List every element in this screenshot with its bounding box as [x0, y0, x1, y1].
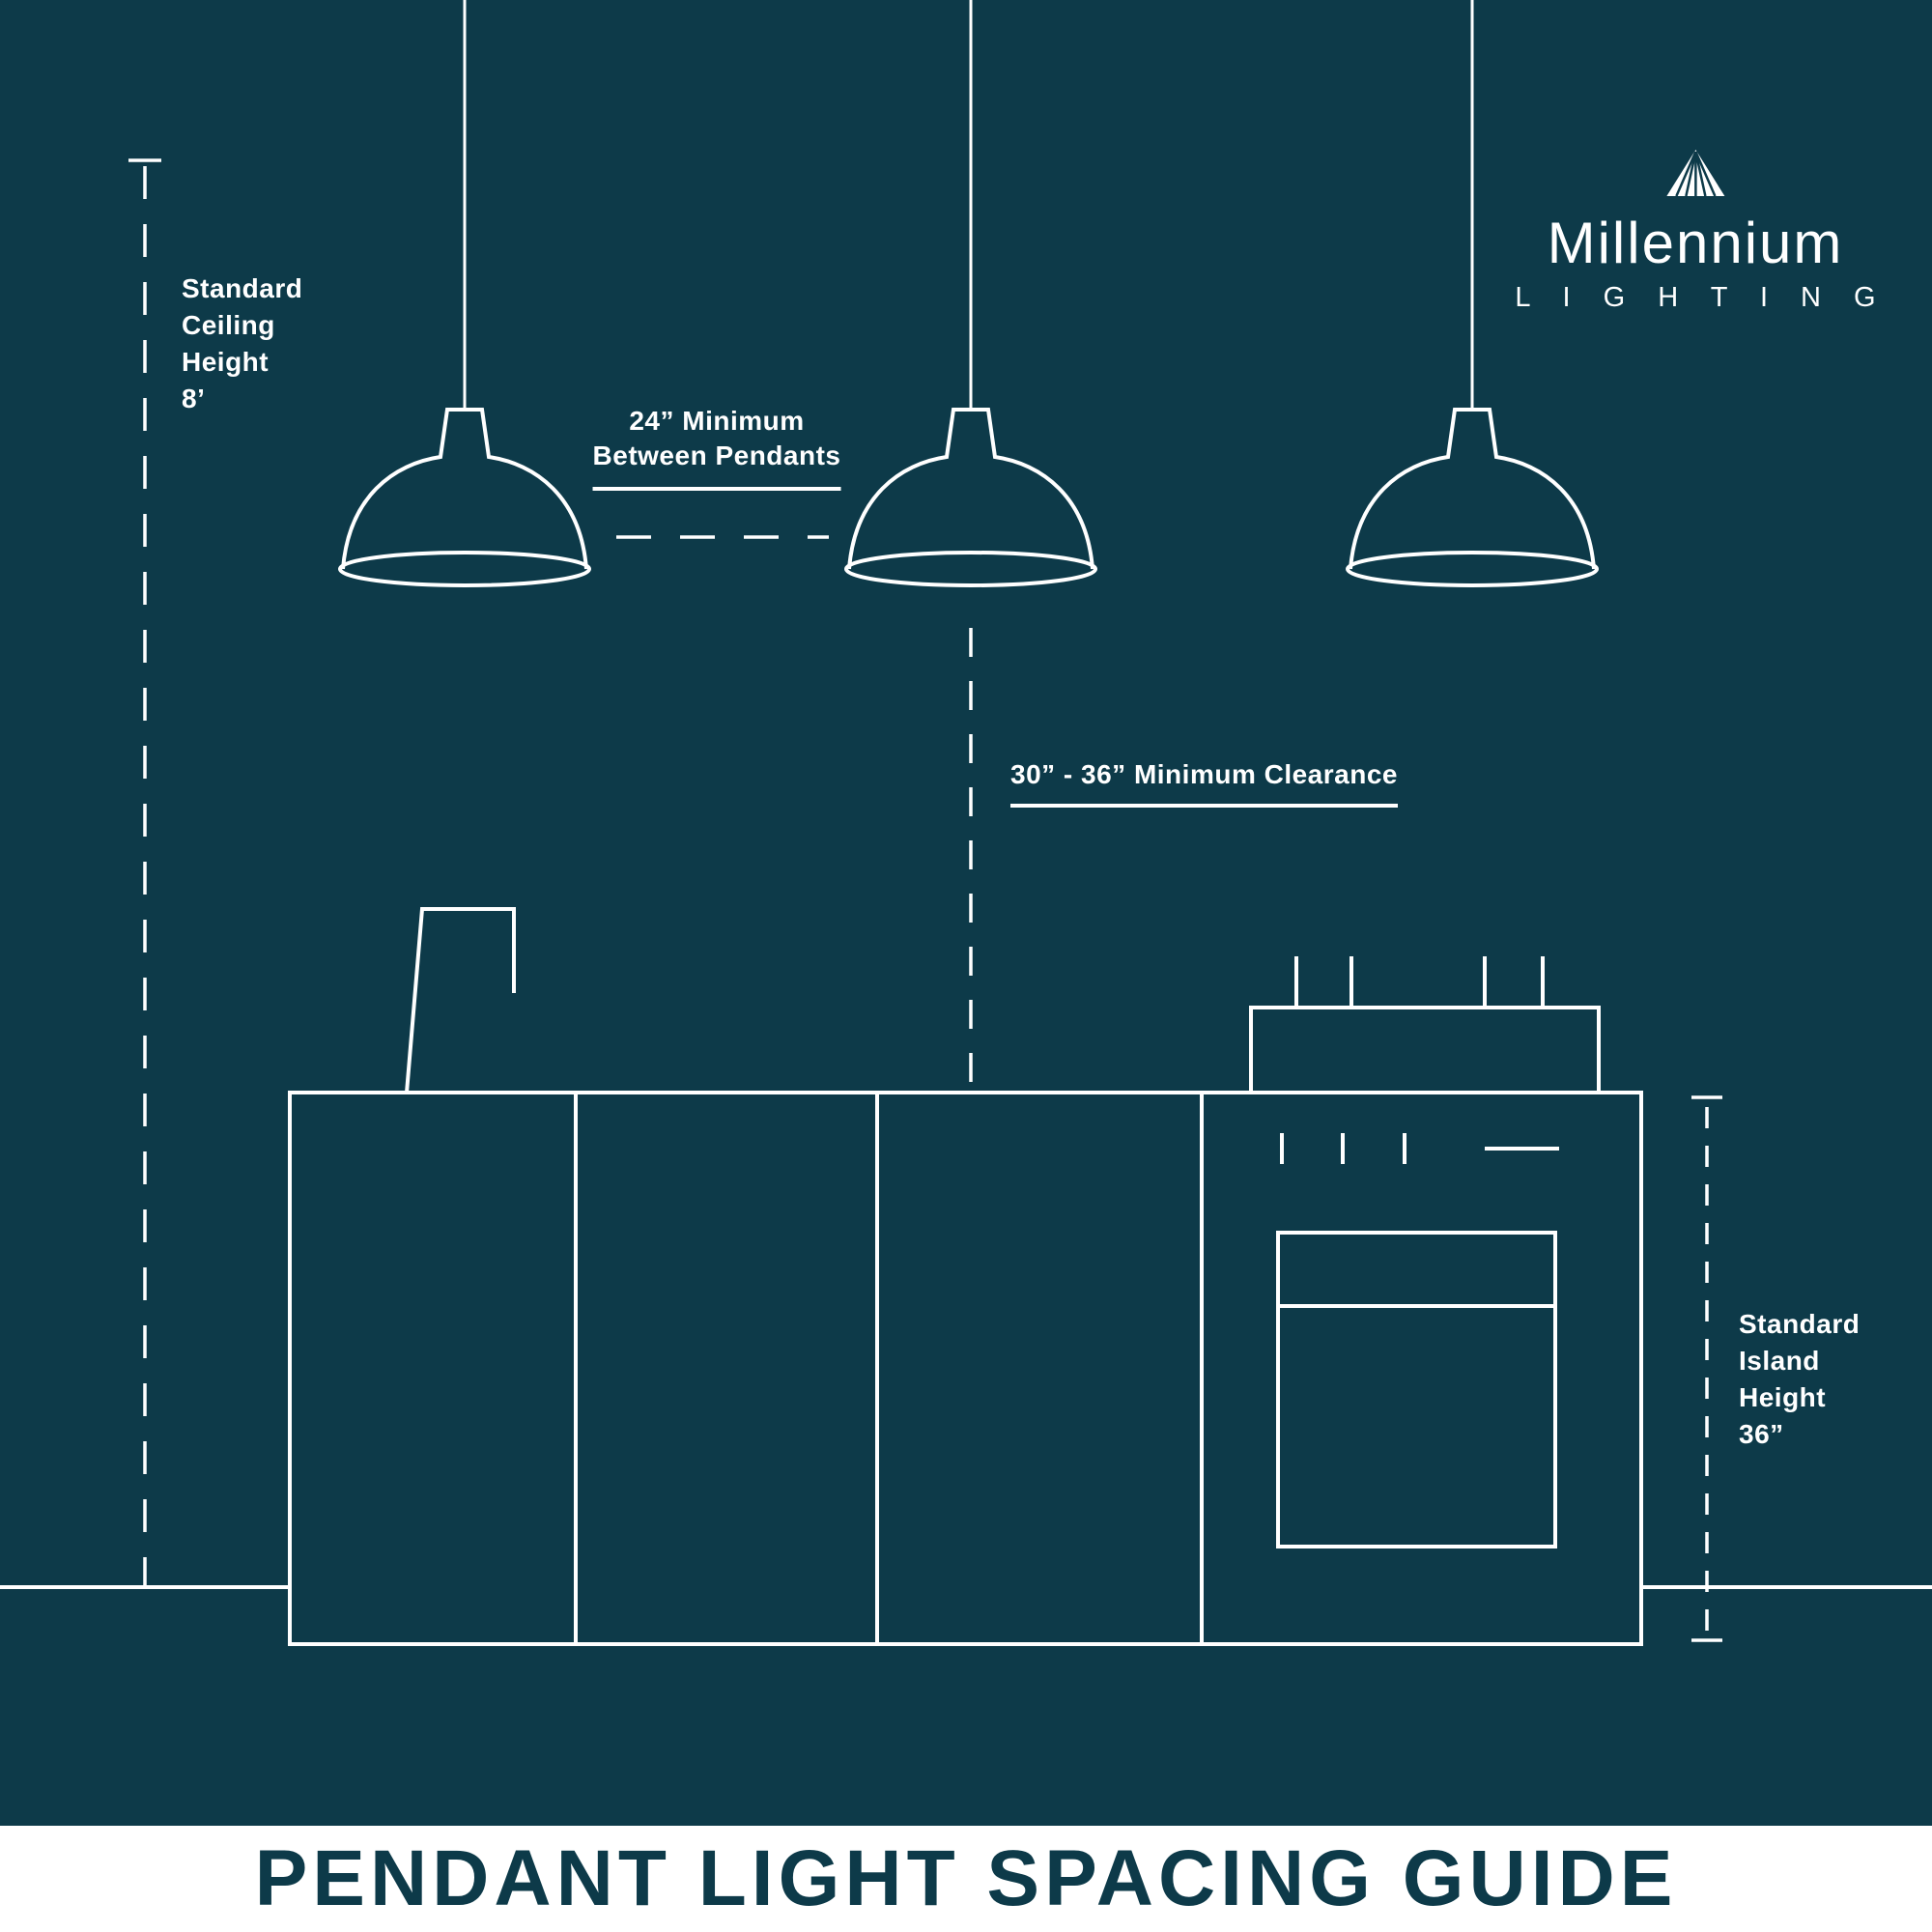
stove: [1200, 956, 1643, 1646]
cabinet-body: [288, 1091, 1204, 1646]
pendant-light-2: [844, 0, 1097, 587]
oven-door: [1276, 1231, 1557, 1548]
pendant-spacing-label: 24” Minimum Between Pendants: [592, 404, 841, 491]
faucet: [405, 907, 516, 1094]
pendant-shade: [847, 408, 1094, 570]
millennium-lighting-logo: Millennium L I G H T I N G: [1502, 147, 1888, 314]
pendant-light-1: [338, 0, 591, 587]
pendant-rim: [844, 551, 1097, 587]
pendant-light-3: [1346, 0, 1599, 587]
clearance-label: 30” - 36” Minimum Clearance: [1010, 759, 1398, 808]
page-title: PENDANT LIGHT SPACING GUIDE: [254, 1834, 1678, 1922]
footer-bar: PENDANT LIGHT SPACING GUIDE: [0, 1826, 1932, 1932]
ceiling-height-label: Standard Ceiling Height 8’: [182, 273, 303, 413]
stove-back-panel: [1249, 1006, 1601, 1094]
kitchen-island: [288, 907, 1204, 1646]
pendant-shade: [1349, 408, 1596, 570]
pendant-rim: [1346, 551, 1599, 587]
pendant-shade: [341, 408, 588, 570]
pendant-rim: [338, 551, 591, 587]
island-height-label: Standard Island Height 36”: [1739, 1309, 1861, 1449]
logo-subtitle-text: L I G H T I N G: [1515, 282, 1889, 313]
logo-brand-text: Millennium: [1547, 211, 1844, 275]
millennium-lamp-triangle-icon: [1665, 150, 1724, 197]
stove-body: [1200, 1091, 1643, 1646]
